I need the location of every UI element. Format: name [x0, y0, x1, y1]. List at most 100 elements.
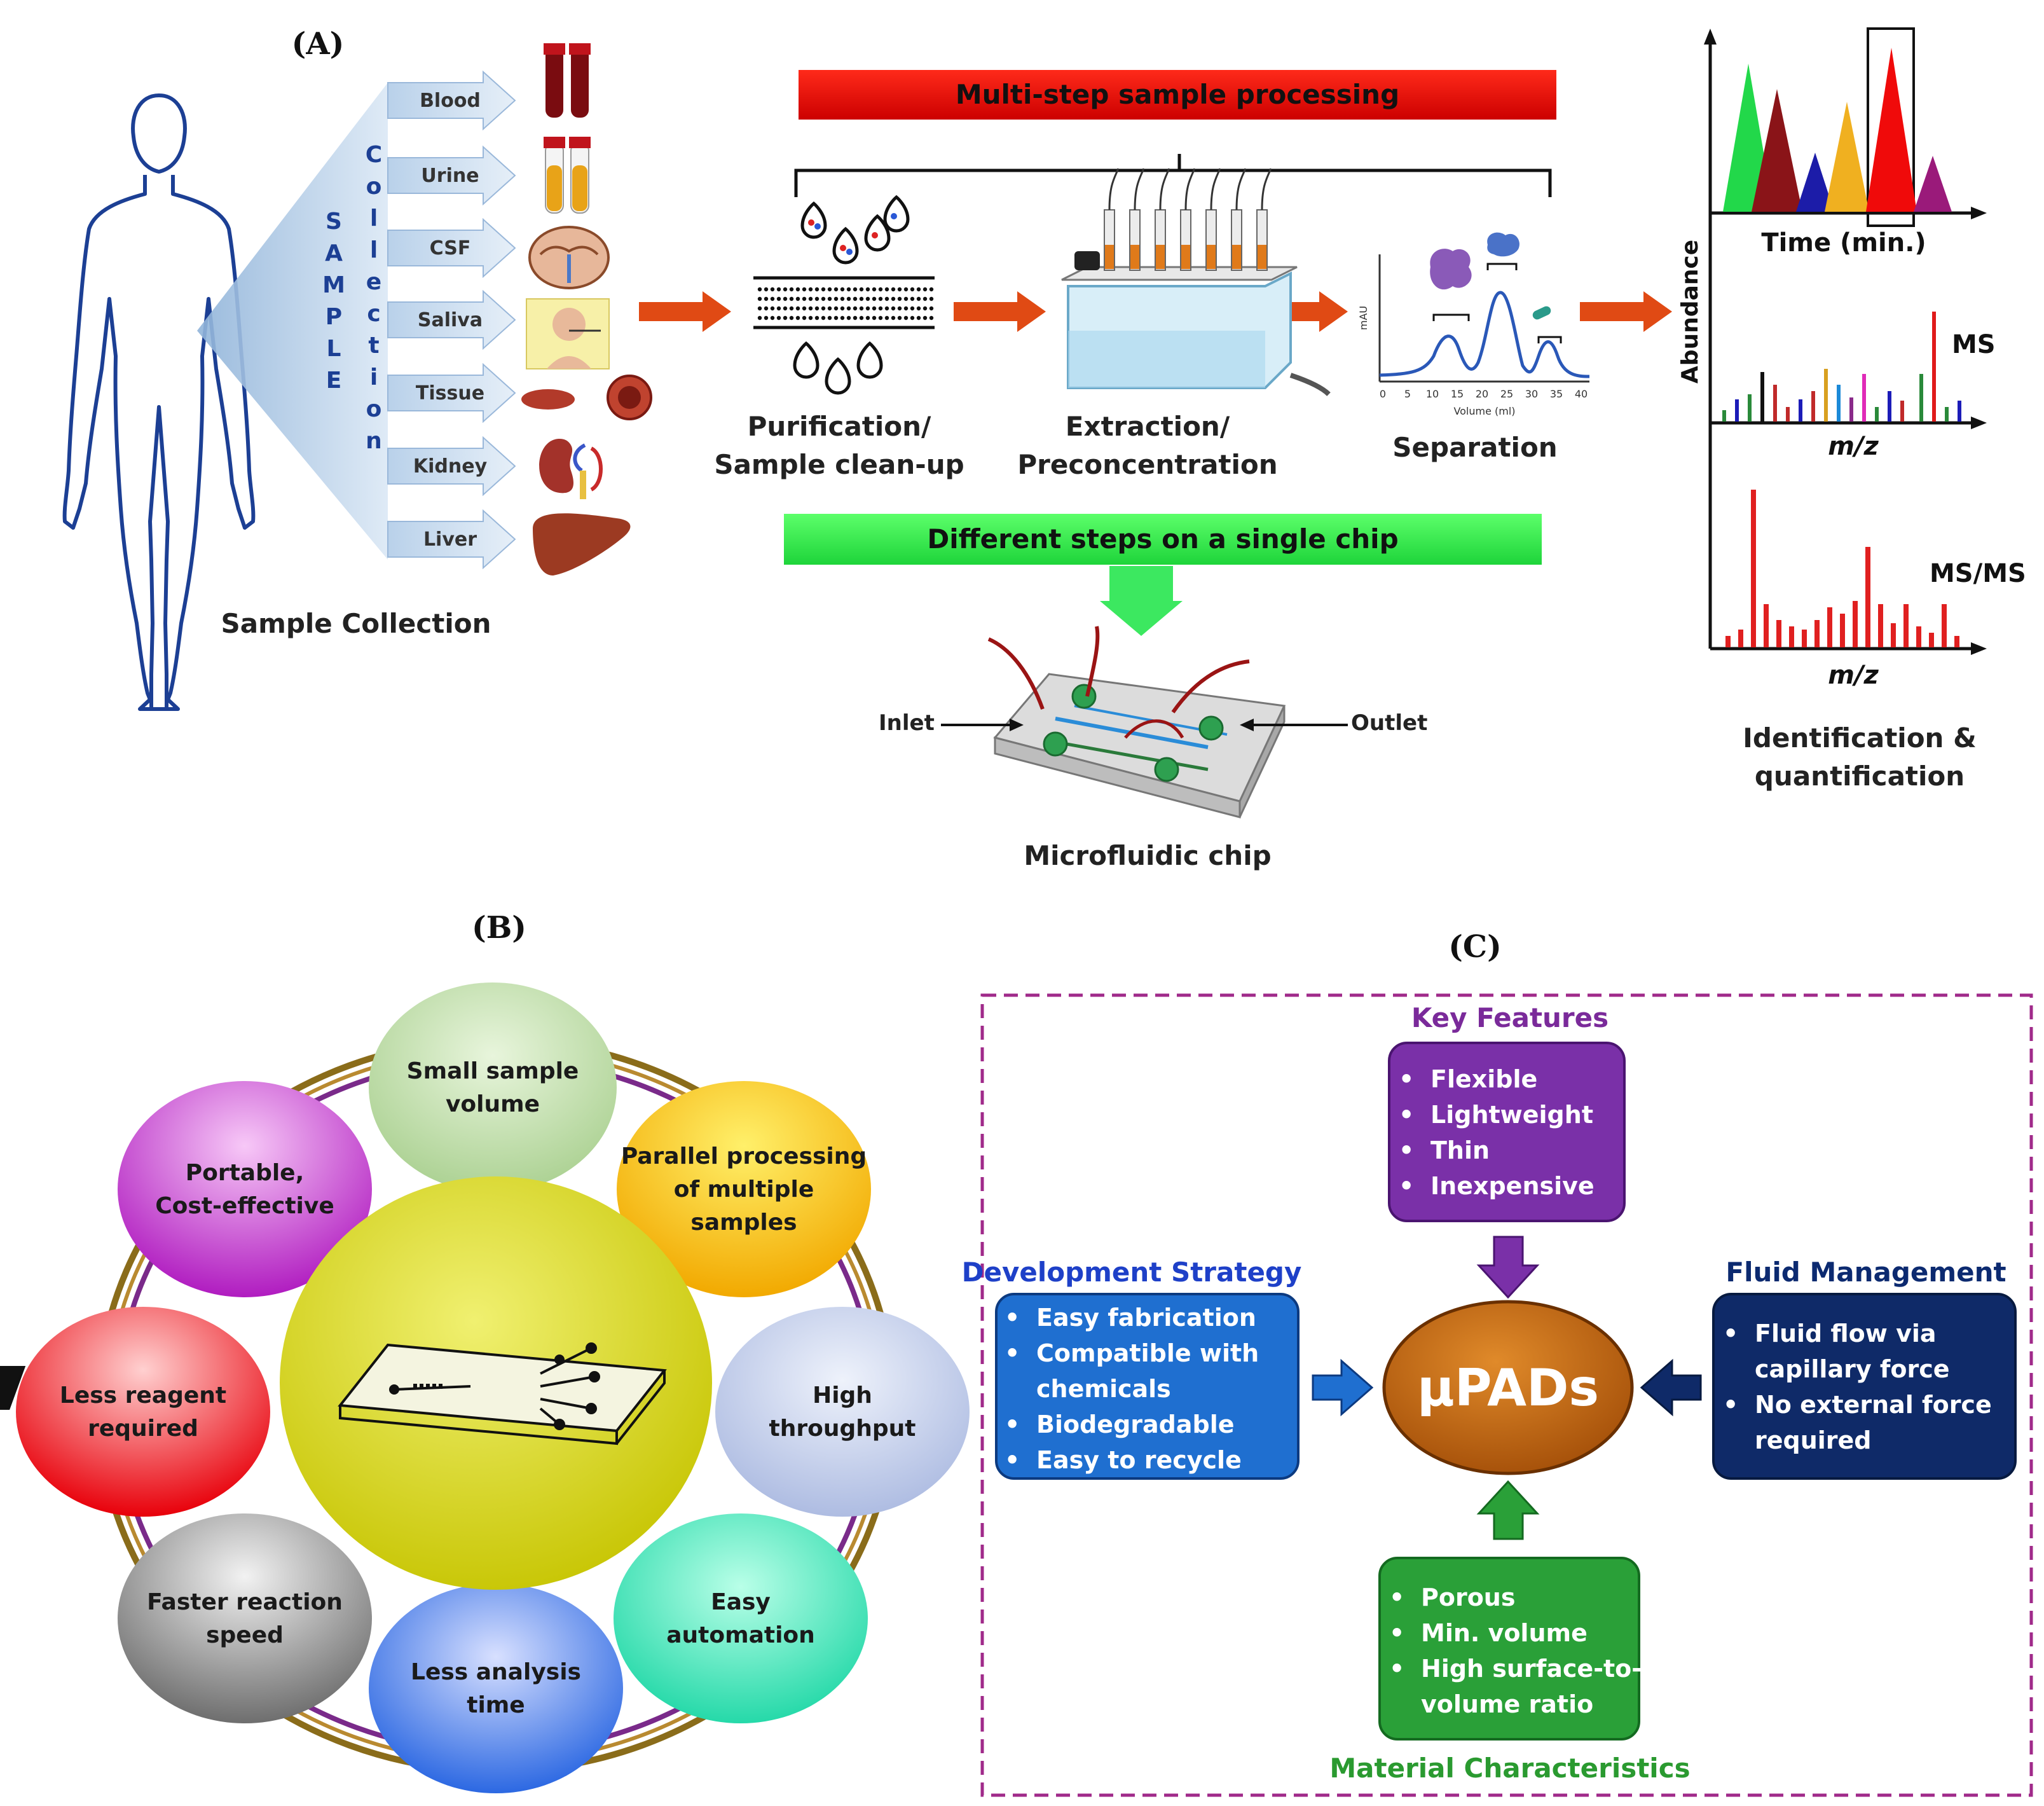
sample-arrow-urine — [387, 145, 516, 206]
benefit-text: Faster reaction — [147, 1589, 343, 1615]
ms-bar — [1888, 391, 1891, 422]
list-item: volume ratio — [1421, 1690, 1593, 1718]
msms-bar — [1764, 604, 1769, 647]
bullet-glyph: • — [1389, 1655, 1404, 1683]
chrom-tick-label: 0 — [1380, 388, 1386, 400]
panel-c-frame — [980, 993, 2033, 1797]
development-strategy-title: Development Strategy — [962, 1257, 1302, 1288]
ms-bar — [1849, 397, 1853, 422]
abundance-label: Abundance — [1677, 240, 1703, 383]
bullet-glyph: • — [1389, 1583, 1404, 1611]
ms-bar — [1945, 407, 1949, 422]
sample-label-tissue: Tissue — [416, 382, 484, 404]
sample-label-blood: Blood — [420, 90, 481, 112]
ms-bar — [1919, 374, 1923, 422]
bullet-glyph: • — [1005, 1304, 1020, 1332]
ms-bar — [1958, 401, 1961, 422]
list-item: Min. volume — [1421, 1619, 1588, 1647]
time-label: Time (min.) — [1761, 228, 1926, 258]
msms-bar — [1827, 607, 1832, 647]
chrom-tick-label: 40 — [1575, 388, 1588, 400]
liver-icon — [533, 513, 631, 576]
benefit-bubble — [118, 1513, 372, 1723]
benefit-text: Cost-effective — [155, 1193, 334, 1219]
upads-label: µPADs — [1417, 1358, 1599, 1417]
multi-step-brace — [794, 154, 1552, 197]
list-item: Easy to recycle — [1036, 1446, 1242, 1474]
sample-fan-triangle — [197, 83, 388, 560]
sample-arrow-saliva — [387, 289, 516, 350]
chrom-tick-label: 15 — [1451, 388, 1464, 400]
list-item: required — [1755, 1426, 1872, 1454]
bullet-glyph: • — [1005, 1410, 1020, 1438]
ms-bar — [1811, 391, 1815, 422]
microfluidic-chip-icon — [987, 626, 1286, 818]
msms-bar — [1738, 630, 1743, 647]
benefit-bubble — [715, 1307, 970, 1517]
outlet-arrowhead — [1240, 719, 1254, 731]
chromatogram-peak — [1825, 102, 1869, 212]
chromatogram-peak — [1914, 156, 1952, 212]
ms-bar — [1760, 372, 1764, 422]
benefit-text: Parallel processing — [621, 1143, 867, 1169]
benefit-text: Less analysis — [411, 1659, 581, 1685]
benefit-text: of multiple — [674, 1176, 814, 1203]
ms-bar — [1837, 385, 1841, 422]
sample-cleanup-label: Sample clean-up — [714, 449, 964, 480]
identification-label-line1: Identification & — [1743, 722, 1976, 754]
msms-label: MS/MS — [1930, 559, 2026, 588]
mz-label-2: m/z — [1828, 661, 1879, 690]
benefit-text: samples — [690, 1210, 797, 1236]
benefit-text: speed — [206, 1622, 284, 1648]
single-chip-banner-text: Different steps on a single chip — [927, 523, 1398, 555]
benefit-bubble — [118, 1081, 372, 1297]
benefit-text: Less reagent — [60, 1382, 226, 1409]
ms-bar — [1722, 410, 1726, 422]
msms-bar — [1878, 604, 1883, 647]
key-features-box — [1388, 1042, 1626, 1222]
upads-arrows — [1312, 1236, 1702, 1540]
ms-bar — [1824, 369, 1828, 422]
bullet-glyph: • — [1723, 1320, 1738, 1348]
msms-bar — [1942, 604, 1947, 647]
preconcentration-label: Preconcentration — [1017, 449, 1277, 480]
multi-step-banner — [799, 70, 1556, 120]
outlet-label: Outlet — [1351, 710, 1427, 736]
sample-label-saliva: Saliva — [418, 309, 483, 331]
list-item: capillary force — [1755, 1355, 1950, 1383]
benefit-text: throughput — [769, 1416, 916, 1442]
msms-bar — [1853, 601, 1858, 647]
microfluidic-chip-caption: Microfluidic chip — [1024, 840, 1271, 871]
msms-bar — [1903, 604, 1909, 647]
list-item: Biodegradable — [1036, 1410, 1235, 1438]
sample-collection-caption: Sample Collection — [221, 608, 491, 639]
saliva-face-icon — [526, 298, 610, 369]
chromatogram-ylabel: mAU — [1357, 306, 1369, 330]
ms-bar — [1862, 374, 1866, 422]
msms-bar — [1751, 490, 1756, 647]
kidney-icon — [539, 439, 603, 499]
fluid-management-box — [1712, 1293, 2017, 1480]
sample-label-csf: CSF — [430, 237, 471, 259]
identification-label-line2: quantification — [1755, 761, 1965, 792]
benefit-text: Small sample — [407, 1058, 579, 1084]
list-item: Porous — [1421, 1583, 1515, 1611]
msms-bar — [1802, 630, 1807, 647]
bullet-glyph: • — [1399, 1101, 1414, 1129]
sample-label-liver: Liver — [423, 528, 477, 551]
benefit-bubble — [369, 1583, 623, 1793]
ms-bar — [1799, 399, 1802, 422]
chromatogram-peak — [1752, 89, 1802, 212]
benefit-bubble — [369, 982, 617, 1192]
chrom-tick-label: 25 — [1500, 388, 1513, 400]
human-silhouette-icon — [62, 93, 256, 711]
bullet-glyph: • — [1399, 1172, 1414, 1200]
panel-a-label: (A) — [292, 26, 345, 62]
list-item: Inexpensive — [1430, 1172, 1595, 1200]
list-item: chemicals — [1036, 1375, 1171, 1403]
msms-bar — [1776, 620, 1781, 647]
purification-label: Purification/ — [748, 411, 931, 442]
purification-filter-icon — [753, 195, 935, 395]
chrom-tick-label: 35 — [1550, 388, 1563, 400]
